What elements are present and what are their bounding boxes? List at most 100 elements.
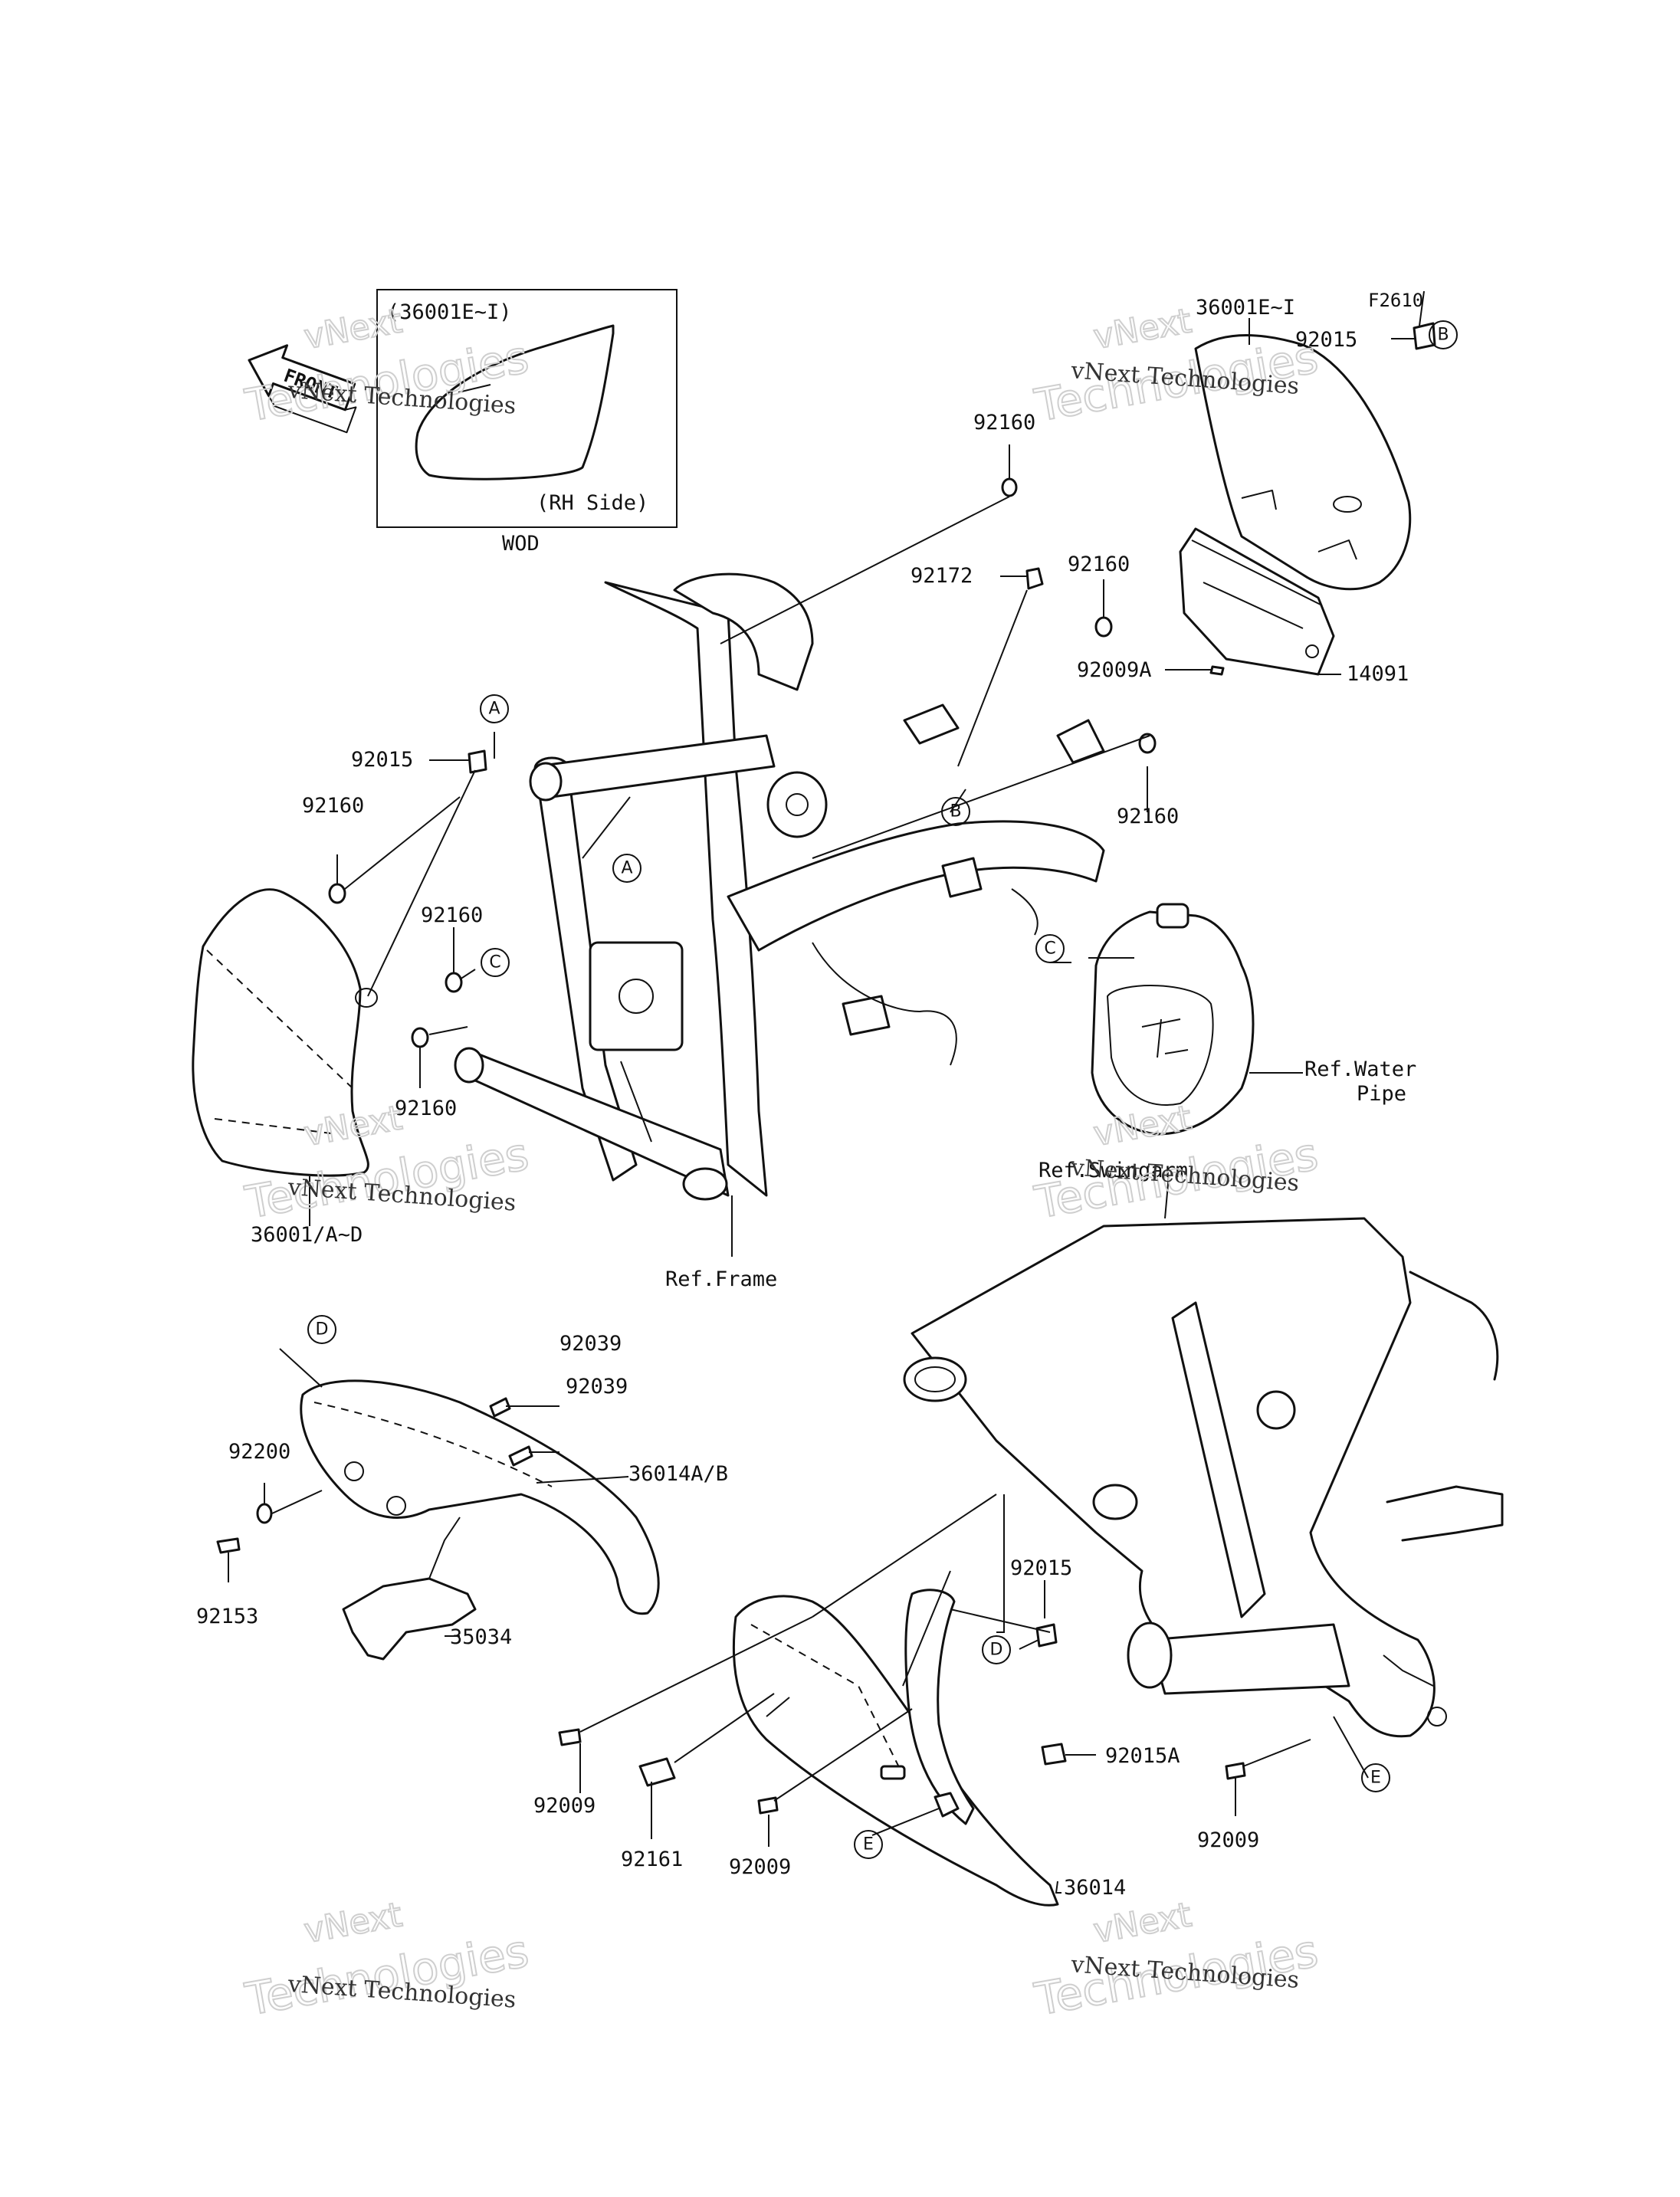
lower-chain-guard — [732, 1595, 1059, 1907]
lh-side-cover-group — [192, 888, 378, 1177]
callout-c-left: C — [481, 948, 510, 977]
callout-c-right: C — [1035, 934, 1065, 963]
ref-swingarm: Ref.Swingarm — [1039, 1159, 1188, 1182]
grommet-92160-4 — [328, 883, 346, 904]
cover-grommet — [1333, 496, 1362, 513]
grommet-92160-6 — [411, 1027, 429, 1048]
frame-top-rail — [673, 572, 814, 691]
callout-b-top: B — [1429, 320, 1458, 349]
callout-a-left: A — [480, 694, 509, 723]
grommet-92160-5 — [445, 972, 463, 993]
frame-rear-tube — [604, 581, 768, 1197]
frame-mount-plate — [589, 941, 684, 1051]
callout-e-right: E — [1361, 1763, 1390, 1792]
inset-cover-detail — [458, 384, 491, 393]
label-92039-1: 92039 — [559, 1332, 622, 1356]
inset-frame — [376, 289, 678, 528]
watermark-5: vNext Technologies vNext Technologies — [241, 1894, 533, 2026]
svg-text:D: D — [990, 1641, 1003, 1660]
watermark-6: vNext Technologies vNext Technologies — [1030, 1894, 1323, 2026]
bolt-92153 — [216, 1537, 241, 1554]
rh-side-cover — [1194, 334, 1412, 591]
chain-cover-group — [300, 1379, 660, 1661]
lh-cover-grommet — [355, 988, 378, 1008]
svg-text:vNext: vNext — [301, 301, 405, 357]
bolt-92172 — [1025, 567, 1044, 590]
bolt-92009-b — [757, 1796, 779, 1815]
callout-d-right: D — [982, 1635, 1011, 1664]
bolt-92009-c — [1225, 1762, 1246, 1780]
svg-text:vNext: vNext — [301, 1895, 405, 1951]
water-pipe-cover-group — [1091, 903, 1255, 1136]
label-36001E-I: 36001E~I — [1196, 296, 1295, 320]
water-pipe-cover — [1091, 910, 1255, 1136]
bolt-92009-a — [558, 1728, 582, 1746]
label-14091: 14091 — [1347, 662, 1409, 686]
inset-part-ref: (36001E~I) — [387, 300, 512, 324]
label-92172: 92172 — [911, 564, 973, 588]
pin-92039-2 — [508, 1445, 533, 1467]
frame-assembly — [454, 572, 1105, 1201]
label-36014A-B: 36014A/B — [628, 1462, 728, 1486]
lh-side-cover — [192, 888, 369, 1177]
label-92200: 92200 — [228, 1440, 290, 1464]
label-92015-top: 92015 — [1295, 328, 1357, 352]
label-36014: 36014 — [1064, 1876, 1126, 1900]
part-labels: 36001E~I 92015 92160 92172 92160 92009A … — [196, 296, 1409, 1900]
label-92009-a: 92009 — [533, 1794, 596, 1818]
label-35034: 35034 — [450, 1625, 512, 1649]
cover-bracket — [1179, 527, 1335, 676]
svg-text:vNext: vNext — [1091, 1895, 1194, 1951]
label-92015A: 92015A — [1105, 1744, 1180, 1768]
callout-markers: B A B A C C D D E E — [307, 320, 1458, 1859]
washer-92200 — [256, 1503, 273, 1524]
label-92009-c: 92009 — [1197, 1828, 1259, 1852]
label-92009-b: 92009 — [729, 1855, 791, 1879]
svg-text:C: C — [1044, 939, 1055, 959]
label-92015-left: 92015 — [351, 748, 413, 772]
swingarm-group — [903, 1217, 1504, 1738]
rh-side-cover-group — [1179, 334, 1412, 676]
callout-e-bottom: E — [854, 1830, 883, 1859]
svg-text:E: E — [1370, 1769, 1381, 1788]
pin-92039-1 — [489, 1397, 511, 1418]
svg-text:B: B — [1437, 326, 1449, 345]
grommet-92160-2 — [1094, 616, 1113, 638]
ref-water-pipe-line1: Ref.Water — [1304, 1058, 1416, 1081]
label-92160-left: 92160 — [302, 794, 364, 818]
label-92153: 92153 — [196, 1605, 258, 1628]
nut-92015A — [1041, 1743, 1067, 1766]
label-92160-top: 92160 — [973, 411, 1035, 434]
label-92039-2: 92039 — [566, 1375, 628, 1399]
lower-chain-guard-stay — [904, 1589, 975, 1825]
grommet-92160-3 — [1138, 733, 1157, 754]
callout-b-center: B — [941, 797, 970, 826]
svg-text:A: A — [621, 859, 632, 878]
inset-side-cover-outline — [415, 324, 615, 480]
diagram-code: F2610 — [1368, 290, 1423, 311]
inset-panel: (36001E~I) (RH Side) WOD — [376, 289, 678, 556]
collar-92015-right — [1035, 1623, 1058, 1648]
watermark-4: vNext Technologies vNext Technologies — [1030, 1097, 1323, 1229]
callout-a-center: A — [612, 854, 641, 883]
inset-side-note: (RH Side) — [536, 491, 648, 515]
collar-92015-left — [468, 749, 487, 774]
grommet-92160-1 — [1001, 477, 1018, 497]
svg-text:B: B — [950, 802, 961, 821]
tape-92161 — [638, 1757, 676, 1787]
frame-pivot-boss — [766, 771, 828, 838]
label-92161: 92161 — [621, 1848, 683, 1871]
leader-lines — [228, 290, 1425, 1894]
label-92015-right: 92015 — [1010, 1556, 1072, 1580]
label-92160-lower: 92160 — [395, 1097, 457, 1120]
label-92009A: 92009A — [1077, 658, 1152, 682]
label-92160-center: 92160 — [421, 903, 483, 927]
label-36001A-D: 36001/A~D — [251, 1223, 363, 1247]
callout-d-top: D — [307, 1315, 336, 1344]
chain-cover-bracket — [342, 1577, 477, 1661]
reference-labels: Ref.Water Pipe Ref.Swingarm Ref.Frame — [665, 1058, 1416, 1291]
front-arrow-icon — [248, 344, 356, 412]
svg-text:vNext: vNext — [1091, 301, 1194, 357]
lower-chain-guard-group — [732, 1589, 1059, 1907]
